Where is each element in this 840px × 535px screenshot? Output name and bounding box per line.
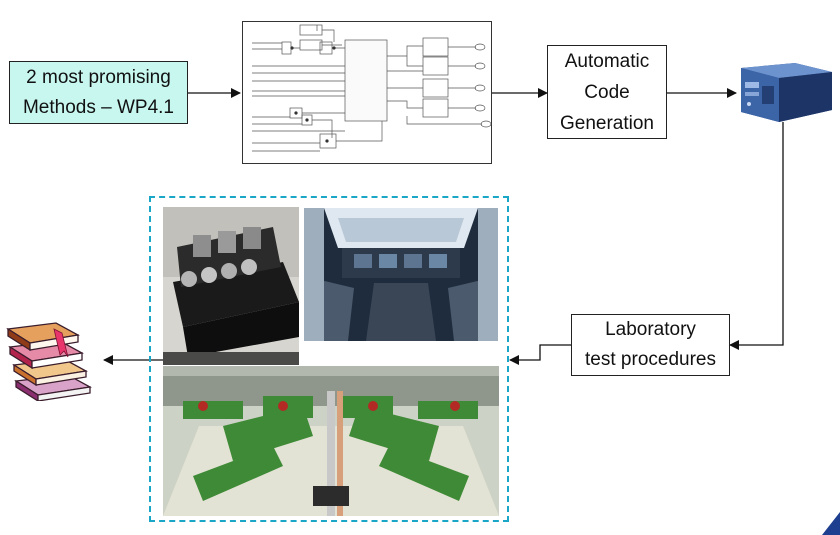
cockpit-simulator-photo	[304, 208, 498, 341]
book-stack-icon	[6, 322, 92, 401]
lab-test-label: Laboratory test procedures	[585, 319, 716, 370]
simulink-block-diagram-icon	[242, 21, 492, 164]
arrow-computer-to-lab	[729, 122, 784, 350]
codegen-box: Automatic Code Generation	[547, 45, 667, 139]
arrow-lab-to-photos	[509, 344, 571, 365]
photo-panel-frame	[149, 196, 509, 522]
flight-control-rig-photo	[163, 207, 299, 365]
lab-test-box: Laboratory test procedures	[571, 314, 730, 376]
corner-logo-fragment	[822, 512, 840, 535]
iron-bird-test-bench-photo	[163, 366, 499, 516]
methods-box: 2 most promising Methods – WP4.1	[9, 61, 188, 124]
methods-label: 2 most promising Methods – WP4.1	[22, 66, 175, 118]
flight-computer-unit-icon	[741, 63, 832, 122]
codegen-label: Automatic Code Generation	[559, 50, 654, 134]
